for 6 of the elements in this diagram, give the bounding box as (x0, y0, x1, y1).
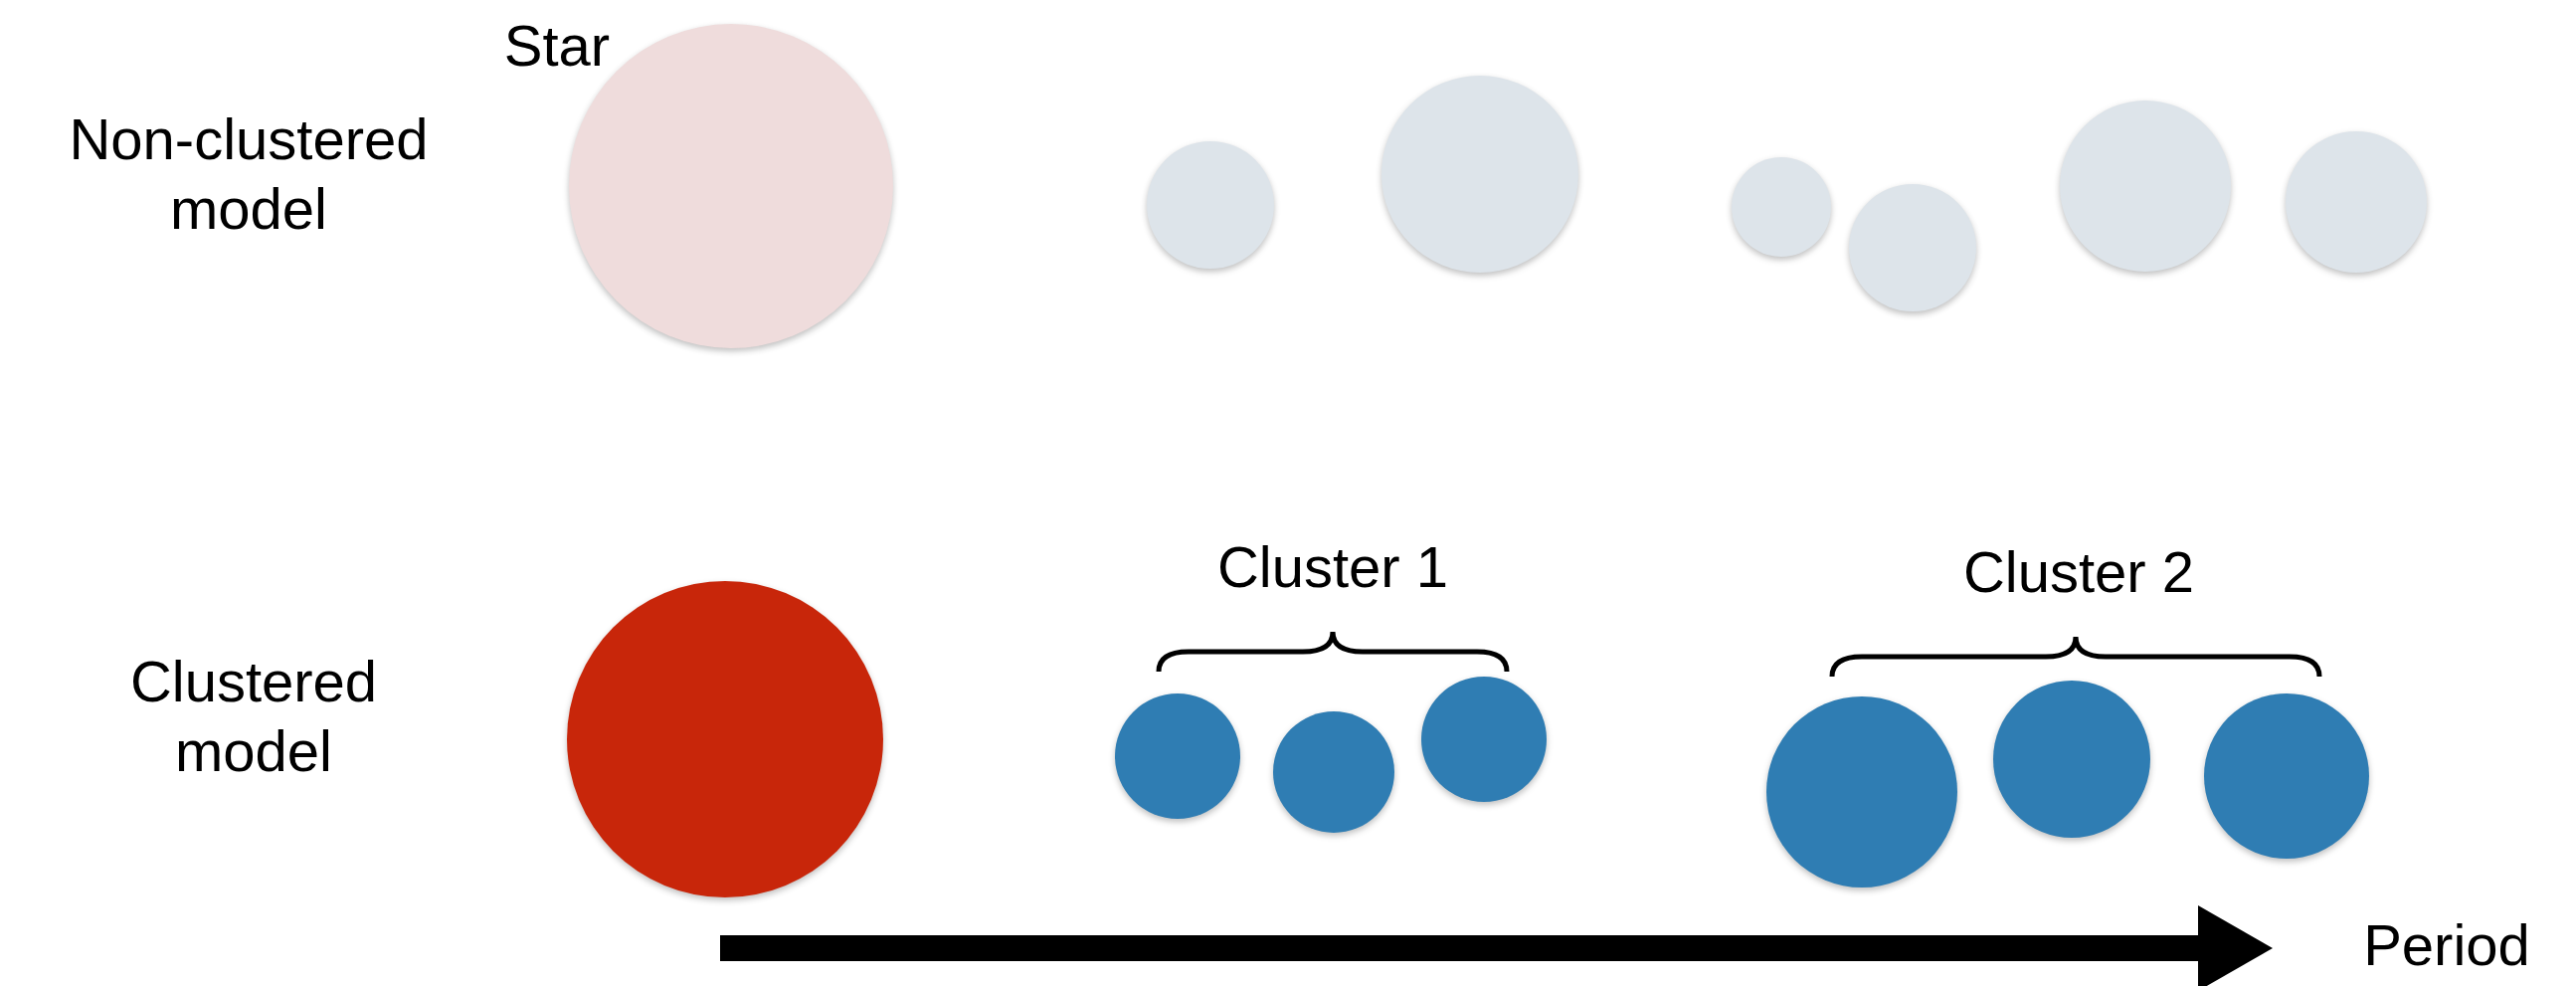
node-caption: Star (502, 12, 612, 80)
row-label: Clustered model (128, 648, 379, 785)
cluster-label: Cluster 2 (1961, 538, 2196, 606)
row-label: Non-clustered model (68, 105, 430, 243)
cluster-label: Cluster 1 (1215, 533, 1450, 601)
axis-label: Period (2362, 911, 2531, 979)
